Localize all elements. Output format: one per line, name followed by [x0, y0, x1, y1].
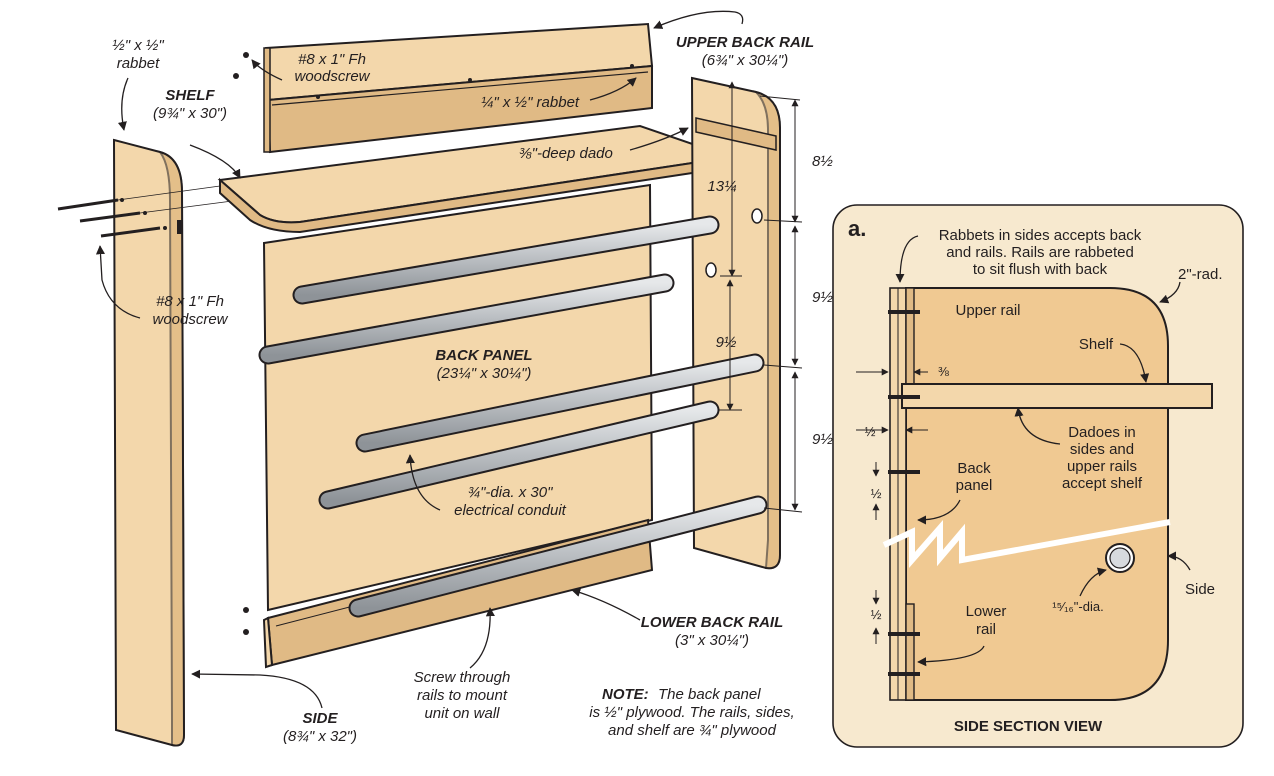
- section-hole-dia: ¹⁵⁄₁₆"-dia.: [1052, 599, 1103, 614]
- side-section-view: [832, 204, 1244, 748]
- label-screw-through-3: unit on wall: [424, 705, 500, 722]
- label-conduit-2: electrical conduit: [454, 502, 567, 519]
- label-woodscrew-top-2: woodscrew: [294, 68, 370, 85]
- section-rabbets-1: Rabbets in sides accepts back: [939, 227, 1142, 244]
- section-upper-rail: Upper rail: [955, 302, 1020, 319]
- section-labels: a. Rabbets in sides accepts back and rai…: [848, 216, 1223, 735]
- label-rabbet-word: rabbet: [117, 55, 160, 72]
- label-dado: ⅜"-deep dado: [519, 145, 613, 162]
- label-note-bold: NOTE:: [602, 686, 649, 703]
- section-radius: 2"-rad.: [1178, 266, 1223, 283]
- dimension-lines: [718, 81, 803, 513]
- label-rabbet-half: ½" x ½": [112, 37, 164, 54]
- rail-screws: [233, 52, 249, 635]
- label-back-panel: BACK PANEL: [435, 347, 532, 364]
- dim-9-1-2-c: 9½: [812, 431, 833, 448]
- dim-9-1-2-a: 9½: [812, 289, 833, 306]
- label-note-3: and shelf are ¾" plywood: [608, 722, 777, 739]
- label-lower-back-rail: LOWER BACK RAIL: [641, 614, 784, 631]
- dim-8-1-2: 8½: [812, 153, 833, 170]
- upper-back-rail: [263, 22, 654, 154]
- section-three-eighths: ⅜: [938, 364, 949, 379]
- label-note-2: is ½" plywood. The rails, sides,: [589, 704, 794, 721]
- section-shelf: Shelf: [1079, 336, 1114, 353]
- label-upper-back-rail: UPPER BACK RAIL: [676, 34, 814, 51]
- label-woodscrew-top-1: #8 x 1" Fh: [298, 51, 366, 68]
- label-screw-through-1: Screw through: [414, 669, 511, 686]
- label-shelf-title: SHELF: [165, 87, 215, 104]
- label-woodscrew-left-1: #8 x 1" Fh: [156, 293, 224, 310]
- section-dadoes-1: Dadoes in: [1068, 424, 1136, 441]
- section-half-b: ½: [871, 486, 882, 501]
- section-lower-rail-2: rail: [976, 621, 996, 638]
- right-side-panel: [690, 76, 781, 570]
- label-upper-back-rail-dims: (6¾" x 30¼"): [702, 52, 789, 69]
- section-half-a: ½: [865, 424, 876, 439]
- label-conduit-1: ¾"-dia. x 30": [468, 484, 554, 501]
- label-side: SIDE: [302, 710, 338, 727]
- label-lower-back-rail-dims: (3" x 30¼"): [675, 632, 749, 649]
- section-half-c: ½: [871, 607, 882, 622]
- label-back-panel-dims: (23¼" x 30¼"): [437, 365, 532, 382]
- section-back-panel-1: Back: [957, 460, 991, 477]
- section-rabbets-3: to sit flush with back: [973, 261, 1108, 278]
- label-woodscrew-left-2: woodscrew: [152, 311, 228, 328]
- section-dadoes-4: accept shelf: [1062, 475, 1143, 492]
- section-letter: a.: [848, 216, 866, 241]
- conduits: [258, 215, 768, 618]
- label-note-1: The back panel: [658, 686, 761, 703]
- section-lower-rail-1: Lower: [966, 603, 1007, 620]
- section-back-panel-2: panel: [956, 477, 993, 494]
- dim-13-1-4: 13¼: [707, 178, 736, 195]
- main-labels: ½" x ½" rabbet SHELF (9¾" x 30") #8 x 1"…: [112, 34, 833, 745]
- section-dadoes-3: upper rails: [1067, 458, 1137, 475]
- label-side-dims: (8¾" x 32"): [283, 728, 357, 745]
- side-screws: [57, 185, 241, 238]
- label-screw-through-2: rails to mount: [417, 687, 508, 704]
- section-dadoes-2: sides and: [1070, 441, 1134, 458]
- leaders: [95, 10, 744, 709]
- left-side-panel: [112, 138, 186, 747]
- label-shelf-dims: (9¾" x 30"): [153, 105, 227, 122]
- dim-9-1-2-b: 9½: [716, 334, 737, 351]
- section-title: SIDE SECTION VIEW: [954, 718, 1103, 735]
- section-rabbets-2: and rails. Rails are rabbeted: [946, 244, 1134, 261]
- section-side: Side: [1185, 581, 1215, 598]
- label-rabbet-quarter: ¼" x ½" rabbet: [481, 94, 580, 111]
